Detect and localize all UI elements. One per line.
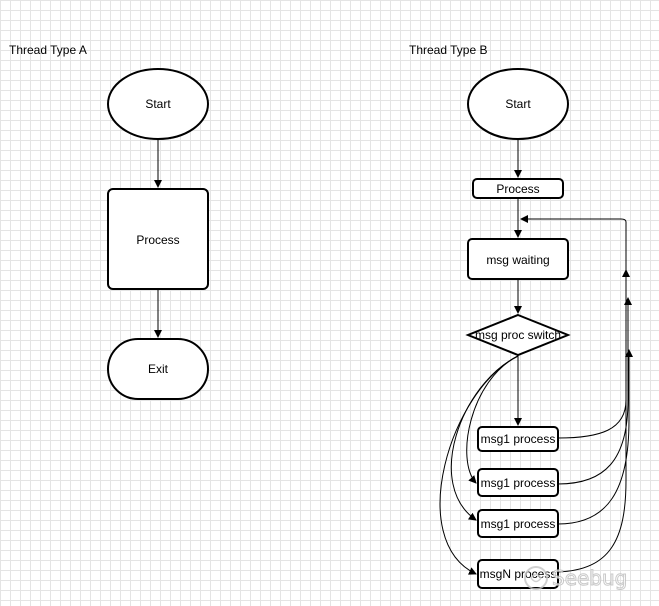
seebug-watermark: Seebug <box>524 566 628 591</box>
b-switch-label: msg proc switch <box>475 328 561 342</box>
b-return-from-msg1 <box>557 269 630 439</box>
b-return-from-msg2 <box>557 297 632 485</box>
b-arrow-switch-to-msg2 <box>466 355 519 484</box>
a-start-label: Start <box>145 97 171 111</box>
a-exit-node <box>107 338 209 400</box>
diagram-thread-type-a: Thread Type A Start Process Exit <box>9 43 209 400</box>
diagram-b-title: Thread Type B <box>409 43 488 57</box>
b-msg-process-label-n: msgN process <box>480 567 557 581</box>
watermark-logo-mark-icon <box>530 573 542 583</box>
b-msg-process-node-1 <box>477 426 559 452</box>
b-msg-process-node-2 <box>477 468 559 497</box>
b-return-from-msgn <box>557 230 627 573</box>
b-start-label: Start <box>505 97 531 111</box>
b-process-label: Process <box>496 182 539 196</box>
b-msg-process-label-1: msg1 process <box>481 432 556 446</box>
b-msg-process-label-2: msg1 process <box>481 476 556 490</box>
b-msg-process-label-3: msg1 process <box>481 517 556 531</box>
diagram-thread-type-b: Thread Type B Start Process msg waiting … <box>409 43 633 589</box>
watermark-text: Seebug <box>552 566 627 590</box>
watermark-logo-icon <box>524 566 548 590</box>
b-waiting-label: msg waiting <box>486 253 549 267</box>
b-arrow-return-to-waiting <box>520 215 627 230</box>
a-exit-label: Exit <box>148 362 169 376</box>
b-arrow-switch-to-msgn <box>439 355 519 575</box>
a-process-label: Process <box>136 233 179 247</box>
b-return-from-msg3 <box>557 349 633 525</box>
diagram-a-title: Thread Type A <box>9 43 87 57</box>
